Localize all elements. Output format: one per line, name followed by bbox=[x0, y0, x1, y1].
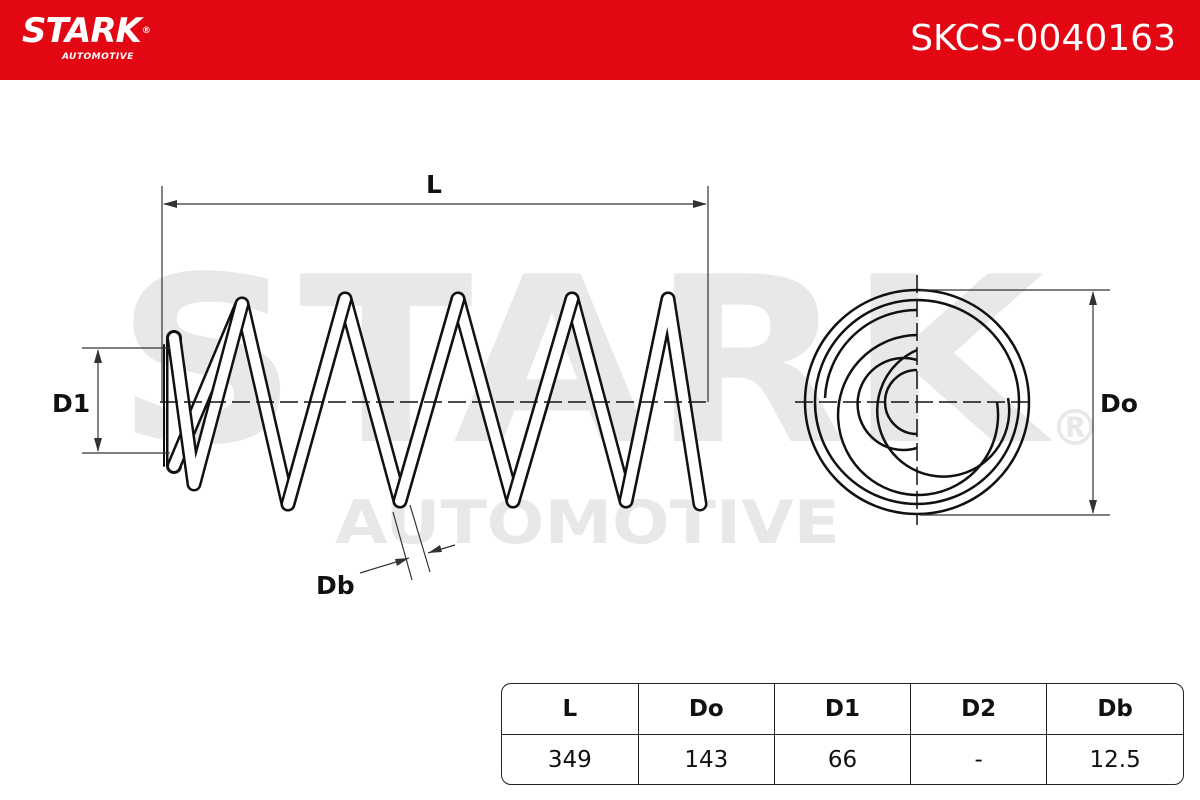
label-db: Db bbox=[316, 571, 355, 600]
dimension-db bbox=[359, 504, 456, 581]
spec-value-d2: - bbox=[910, 734, 1048, 784]
spec-value-row: 349 143 66 - 12.5 bbox=[502, 734, 1183, 784]
coil-spring-side-view bbox=[163, 291, 708, 512]
end-view-center-axes bbox=[795, 275, 1035, 525]
label-do: Do bbox=[1100, 389, 1138, 418]
spec-header-db: Db bbox=[1046, 684, 1183, 735]
part-number: SKCS-0040163 bbox=[910, 18, 1176, 59]
stark-logo: STARK® AUTOMOTIVE bbox=[22, 11, 151, 62]
header-bar: STARK® AUTOMOTIVE SKCS-0040163 bbox=[0, 0, 1200, 80]
spec-value-d1: 66 bbox=[774, 734, 912, 784]
spec-table: L Do D1 D2 Db 349 143 66 - 12.5 bbox=[501, 683, 1184, 785]
logo-subtitle: AUTOMOTIVE bbox=[62, 52, 134, 62]
watermark-registered: ® bbox=[1050, 399, 1100, 457]
spring-drawing: STARK AUTOMOTIVE ® L bbox=[52, 170, 1138, 600]
dimension-do bbox=[920, 289, 1110, 516]
spec-header-do: Do bbox=[638, 684, 775, 735]
spec-header-l: L bbox=[502, 684, 639, 735]
logo-registered-mark: ® bbox=[141, 26, 151, 36]
spec-header-d2: D2 bbox=[910, 684, 1048, 735]
spec-value-do: 143 bbox=[638, 734, 775, 784]
spec-value-l: 349 bbox=[502, 734, 639, 784]
spec-header-row: L Do D1 D2 Db bbox=[502, 684, 1183, 735]
dimension-d1 bbox=[82, 347, 170, 454]
watermark-subtitle: AUTOMOTIVE bbox=[335, 488, 840, 558]
label-l: L bbox=[426, 170, 442, 199]
label-d1: D1 bbox=[52, 389, 90, 418]
logo-brand-text: STARK bbox=[22, 11, 142, 51]
spec-header-d1: D1 bbox=[774, 684, 912, 735]
dimension-l bbox=[161, 186, 709, 402]
spec-value-db: 12.5 bbox=[1089, 746, 1141, 773]
